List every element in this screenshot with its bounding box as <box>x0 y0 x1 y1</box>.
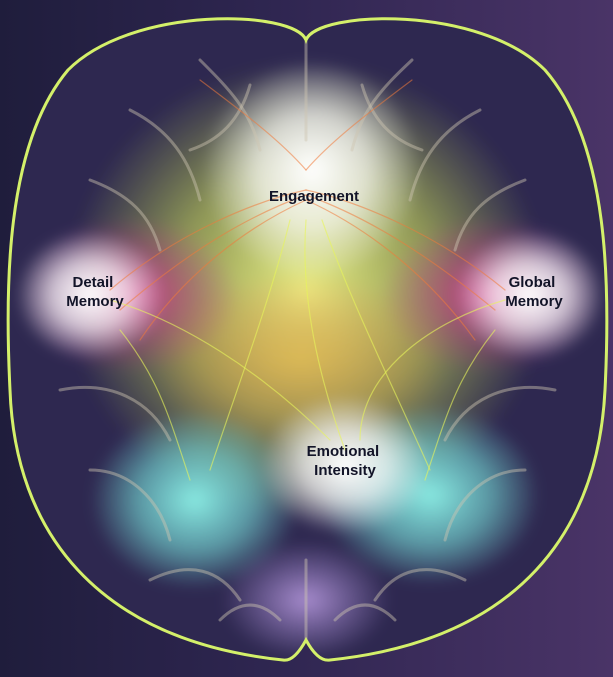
label-engagement: Engagement <box>269 188 359 205</box>
engagement-glow <box>202 60 422 280</box>
